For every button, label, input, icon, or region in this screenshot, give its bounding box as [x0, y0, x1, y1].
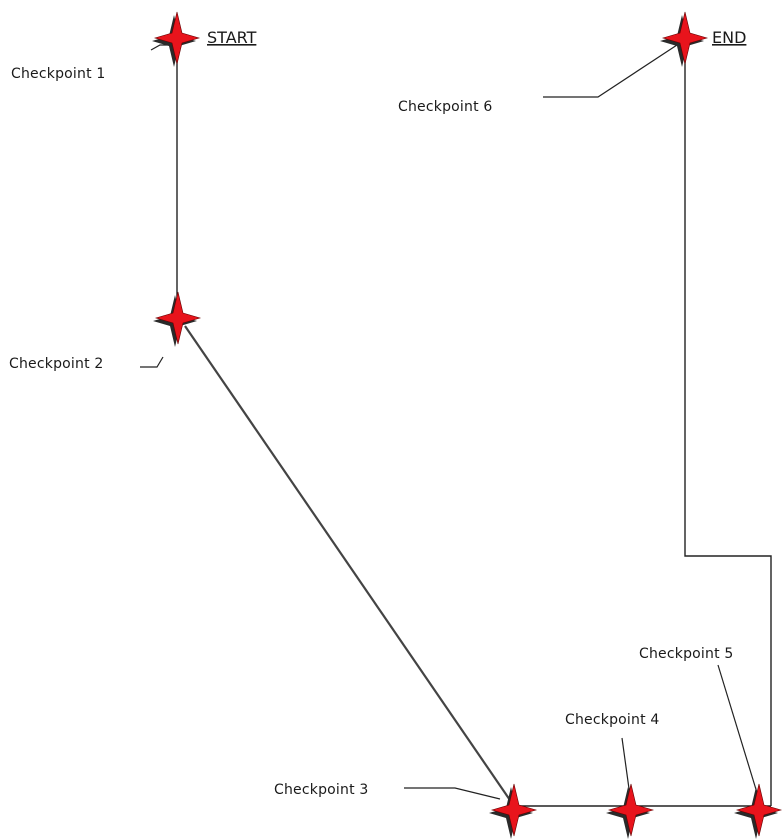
leader-checkpoint-2 — [140, 356, 164, 368]
four-point-star-icon — [662, 11, 708, 65]
four-point-star-icon — [736, 783, 782, 837]
four-point-star-icon — [154, 11, 200, 65]
leader-checkpoint-5 — [717, 664, 759, 797]
marker-start-checkpoint-1 — [152, 11, 200, 67]
leader-lines — [140, 44, 759, 800]
four-point-star-icon — [155, 291, 201, 345]
start-label: START — [207, 28, 257, 47]
marker-end-checkpoint-6 — [660, 11, 708, 67]
four-point-star-icon — [491, 783, 537, 837]
checkpoint-5-label: Checkpoint 5 — [639, 646, 734, 662]
marker-checkpoint-3 — [489, 783, 537, 839]
four-point-star-icon — [608, 783, 654, 837]
route-segment-2-3 — [184, 325, 515, 807]
leader-checkpoint-3 — [404, 787, 501, 800]
route-segment-5-6 — [684, 40, 772, 806]
checkpoint-1-label: Checkpoint 1 — [11, 66, 106, 82]
route-path — [176, 40, 772, 807]
leader-checkpoint-6 — [543, 44, 678, 98]
marker-checkpoint-4 — [606, 783, 654, 839]
checkpoint-6-label: Checkpoint 6 — [398, 99, 493, 115]
end-label: END — [712, 28, 746, 47]
checkpoint-3-label: Checkpoint 3 — [274, 782, 369, 798]
checkpoint-4-label: Checkpoint 4 — [565, 712, 660, 728]
leader-checkpoint-4 — [621, 737, 631, 797]
checkpoint-2-label: Checkpoint 2 — [9, 356, 104, 372]
marker-checkpoint-5 — [734, 783, 782, 839]
